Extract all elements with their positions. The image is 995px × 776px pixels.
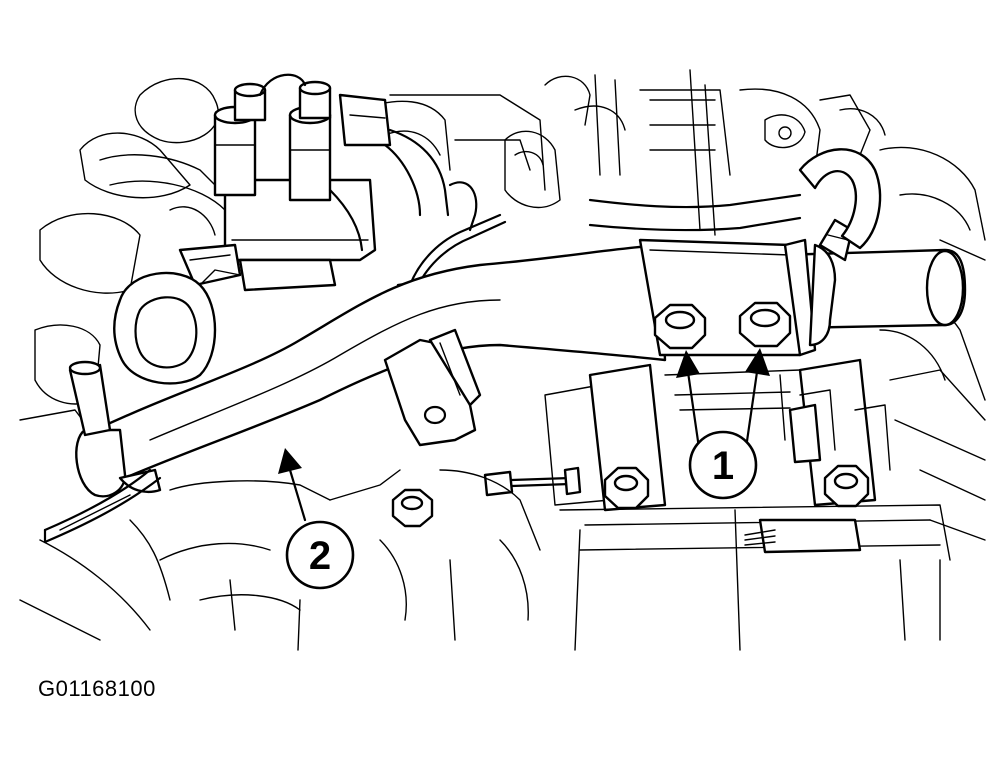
callout-2-label: 2	[309, 534, 331, 578]
callout-1-label: 1	[712, 444, 734, 488]
callout-1-arrows	[676, 348, 770, 457]
hex-bolts-lower	[391, 464, 870, 528]
upper-hose	[588, 148, 882, 250]
callout-2-arrow	[278, 448, 307, 522]
pipe-bracket	[383, 328, 482, 447]
figure-id-code: G01168100	[38, 676, 156, 701]
callout-1-bubble: 1	[688, 430, 758, 500]
distributor-cap	[178, 73, 478, 292]
callout-2-bubble: 2	[285, 520, 355, 590]
lower-engine-block	[544, 358, 951, 651]
thermostat-housing	[113, 269, 241, 385]
bolt-right	[738, 301, 792, 348]
background-engine-block	[19, 69, 986, 641]
bolt-left	[653, 303, 707, 350]
coolant-pipe	[43, 243, 667, 544]
